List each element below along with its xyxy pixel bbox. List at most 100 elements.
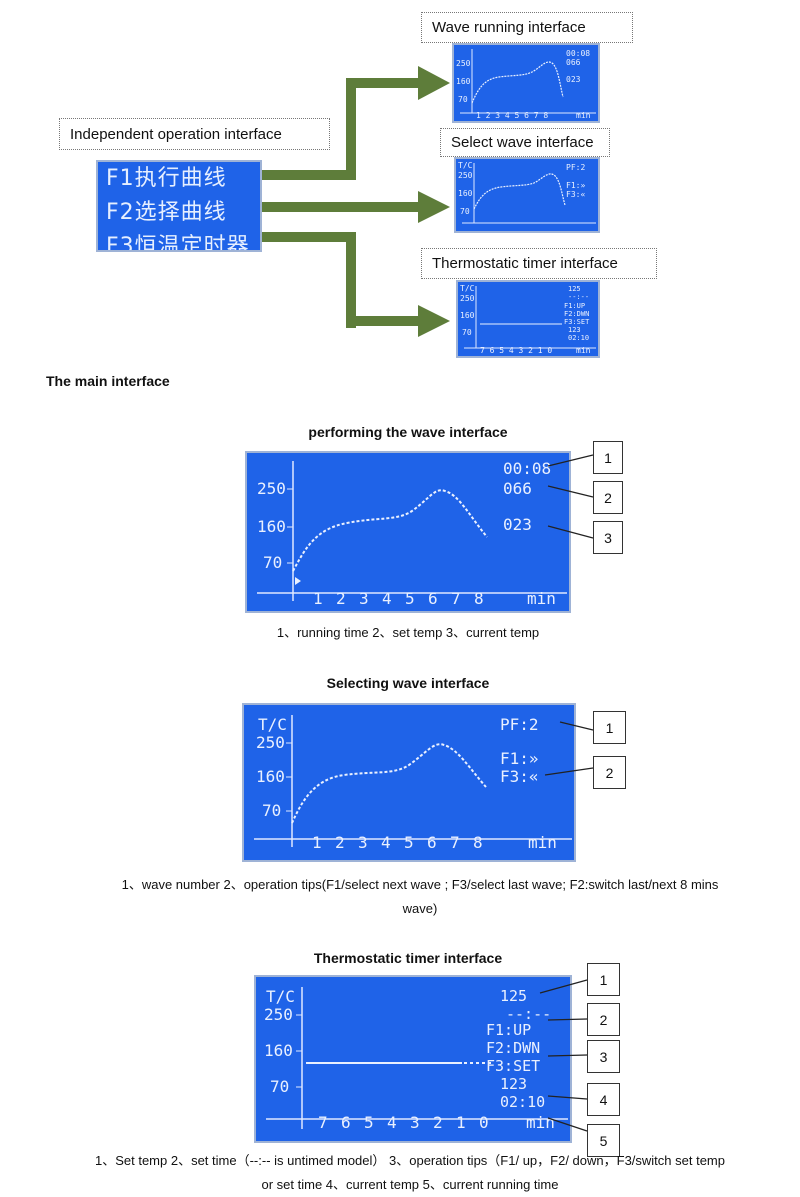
thumb3-time: --:-- [568,293,590,301]
thumb3-f1: F1:UP [564,302,586,310]
perf-x5: 5 [405,589,415,608]
thermo-x6: 6 [341,1113,351,1132]
perf-current-temp: 023 [503,515,532,534]
sel-x3: 3 [358,833,368,852]
thumb3-cur: 123 [568,326,581,334]
sel-y250: 250 [256,733,285,752]
thumb1-cur: 023 [566,75,581,84]
thumb3-tc: T/C [460,284,475,293]
thermo-marker-3: 3 [587,1040,620,1073]
sel-x4: 4 [381,833,391,852]
thumb1-time: 00:08 [566,49,591,58]
thumb2-tc: T/C [458,161,473,170]
thermo-y160: 160 [264,1041,293,1060]
thermo-f3: F3:SET [486,1057,541,1075]
thermo-f2: F2:DWN [486,1039,541,1057]
flow-arrows [262,66,450,337]
thumb1-unit: min [576,111,591,120]
independent-operation-label: Independent operation interface [59,118,330,150]
sel-y160: 160 [256,767,285,786]
thumb2-y70: 70 [460,207,470,216]
select-wave-label: Select wave interface [440,128,610,157]
thermo-x3: 3 [410,1113,420,1132]
thumb3-xaxis: 7 6 5 4 3 2 1 0 [480,346,553,355]
perf-x7: 7 [451,589,461,608]
performing-graph [257,461,567,601]
thumb2-y160: 160 [458,189,473,198]
thermo-x4: 4 [387,1113,397,1132]
thermostatic-caption-line2: or set time 4、current temp 5、current run… [261,1177,559,1192]
perf-x8: 8 [474,589,484,608]
thumb3-unit: min [576,346,591,355]
selecting-caption-line2: wave) [402,901,438,916]
thermostatic-timer-label: Thermostatic timer interface [421,248,657,279]
thumb1-y70: 70 [458,95,468,104]
perf-x6: 6 [428,589,438,608]
wave-running-label: Wave running interface [421,12,633,43]
thumb3-f2: F2:DWN [564,310,590,318]
perf-y160: 160 [257,517,286,536]
perf-marker-1: 1 [593,441,623,474]
perf-time: 00:08 [503,459,552,478]
thumb3-f3: F3:SET [564,318,590,326]
sel-x6: 6 [427,833,437,852]
sel-marker-2: 2 [593,756,626,789]
perf-y250: 250 [257,479,286,498]
thermo-x0: 0 [479,1113,489,1132]
thermostatic-title: Thermostatic timer interface [313,950,503,966]
thermostatic-graph [266,987,568,1129]
thumb2-f1: F1:» [566,181,586,190]
selecting-graph [254,715,572,847]
menu-lcd: F1执行曲线 F2选择曲线 F3恒温定时器 [96,160,262,252]
thermo-x7: 7 [318,1113,328,1132]
thumb-wave-running-lcd: 00:08 066 023 250 160 70 1 2 3 4 5 6 7 8… [452,43,600,123]
thermo-x5: 5 [364,1113,374,1132]
thumb1-xaxis: 1 2 3 4 5 6 7 8 [476,111,549,120]
thumb3-graph [464,286,596,349]
thumb-select-wave-lcd: T/C 250 160 70 PF:2 F1:» F3:« [454,157,600,233]
perf-marker-3: 3 [593,521,623,554]
thermo-set-temp: 125 [500,987,528,1005]
thermo-y250: 250 [264,1005,293,1024]
thermo-x1: 1 [456,1113,466,1132]
performing-title: performing the wave interface [308,424,508,440]
sel-x7: 7 [450,833,460,852]
thermo-marker-4: 4 [587,1083,620,1116]
thermo-marker-2: 2 [587,1003,620,1036]
thermo-set-time: --:-- [506,1005,552,1023]
thermo-running-time: 02:10 [500,1093,546,1111]
thermo-marker-5: 5 [587,1124,620,1157]
selecting-title: Selecting wave interface [326,675,490,691]
thumb1-y160: 160 [456,77,471,86]
thumb-thermostatic-lcd: T/C 250 160 70 125 --:-- F1:UP F2:DWN F3… [456,280,600,358]
perf-set-temp: 066 [503,479,532,498]
thumb1-graph [460,49,596,114]
sel-x2: 2 [335,833,345,852]
thumb2-pf: PF:2 [566,163,586,172]
thumb1-y250: 250 [456,59,471,68]
perf-x1: 1 [313,589,323,608]
thermo-current-temp: 123 [500,1075,528,1093]
thumb3-y70: 70 [462,328,472,337]
sel-y70: 70 [262,801,282,820]
menu-line-3: F3恒温定时器 [106,234,250,252]
sel-f1: F1:» [500,749,539,768]
thumb2-y250: 250 [458,171,473,180]
perf-unit: min [527,589,556,608]
thermo-y70: 70 [270,1077,290,1096]
thumb2-graph [462,163,596,224]
sel-x8: 8 [473,833,483,852]
selecting-lcd: T/C 250 160 70 PF:2 F1:» F3:« 1 2 3 4 5 … [242,703,576,862]
perf-x2: 2 [336,589,346,608]
thumb3-y160: 160 [460,311,475,320]
sel-tc: T/C [258,715,287,734]
thermo-unit: min [526,1113,555,1132]
thumb3-y250: 250 [460,294,475,303]
perf-marker-2: 2 [593,481,623,514]
thumb3-run: 02:10 [568,334,590,342]
thermostatic-lcd: T/C 250 160 70 125 --:-- F1:UP F2:DWN F3… [254,975,572,1143]
thumb2-f3: F3:« [566,190,586,199]
